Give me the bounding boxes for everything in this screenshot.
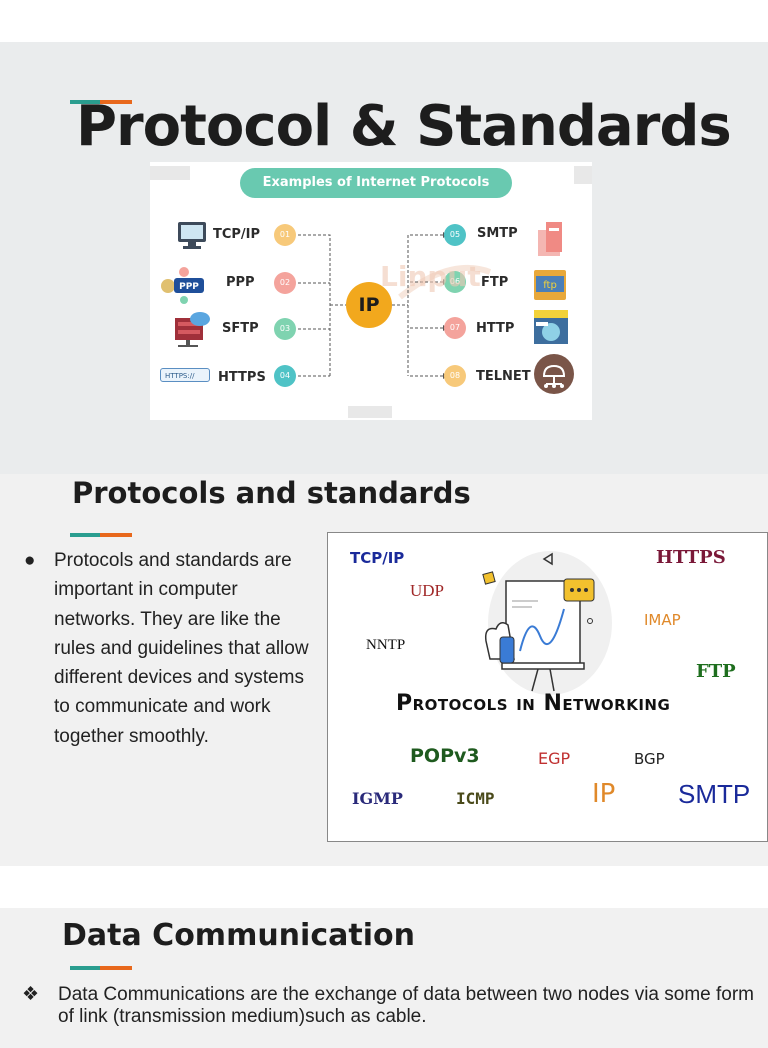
slide-protocols-and-standards: Protocols and standards ● Protocols and … xyxy=(0,474,768,866)
computer-icon xyxy=(178,222,206,249)
bullet-text: Data Communications are the exchange of … xyxy=(58,984,754,1027)
protocols-in-networking-image: TCP/IP UDP HTTPS IMAP NNTP FTP Protocols… xyxy=(327,532,768,842)
number-badge: 05 xyxy=(444,224,466,246)
number-badge: 03 xyxy=(274,318,296,340)
ftp-folder-icon: ftp xyxy=(534,270,566,300)
protocol-word-smtp: SMTP xyxy=(678,779,751,809)
protocol-word-ftp: FTP xyxy=(696,661,736,682)
protocol-label-smtp: SMTP xyxy=(477,226,518,241)
mail-server-icon xyxy=(538,222,562,256)
protocol-word-nntp: NNTP xyxy=(366,637,406,653)
protocol-word-tcpip: TCP/IP xyxy=(350,549,405,567)
diamond-bullet-icon: ❖ xyxy=(22,984,40,1005)
protocol-label-tcpip: TCP/IP xyxy=(213,227,261,242)
protocol-label-telnet: TELNET xyxy=(476,369,531,384)
protocol-word-https: HTTPS xyxy=(656,547,726,568)
protocol-word-imap: IMAP xyxy=(644,611,681,629)
infographic-banner: Examples of Internet Protocols xyxy=(240,168,512,198)
title-accent-bar xyxy=(70,100,132,104)
watermark-logo: Linput xyxy=(380,260,481,293)
protocol-word-ip: IP xyxy=(592,779,616,809)
ip-center-circle: IP xyxy=(346,282,392,328)
server-cloud-icon xyxy=(175,312,210,347)
ppp-network-icon: PPP xyxy=(161,267,204,304)
number-badge: 08 xyxy=(444,365,466,387)
presentation-board-icon xyxy=(482,551,612,695)
internet-protocols-infographic: Examples of Internet Protocols IP PPP HT… xyxy=(150,162,592,420)
protocols-in-networking-heading: Protocols in Networking xyxy=(396,691,671,716)
bullet-list: ● Protocols and standards are important … xyxy=(22,546,312,751)
protocol-label-https: HTTPS xyxy=(218,370,266,385)
number-badge: 04 xyxy=(274,365,296,387)
protocol-word-bgp: BGP xyxy=(634,750,665,768)
slide-title: Protocol & Standards xyxy=(76,94,732,159)
number-badge: 07 xyxy=(444,317,466,339)
protocol-label-http: HTTP xyxy=(476,321,515,336)
protocol-label-sftp: SFTP xyxy=(222,321,259,336)
protocol-word-icmp: ICMP xyxy=(456,789,495,808)
list-item: ❖ Data Communications are the exchange o… xyxy=(22,984,762,1028)
svg-text:PPP: PPP xyxy=(179,282,199,292)
number-badge: 01 xyxy=(274,224,296,246)
slide-protocol-standards: Protocol & Standards xyxy=(0,42,768,474)
list-item: ● Protocols and standards are important … xyxy=(22,546,312,751)
slide-title: Data Communication xyxy=(62,918,415,953)
svg-text:ftp: ftp xyxy=(543,280,557,291)
slide-title: Protocols and standards xyxy=(72,476,471,510)
browser-address-icon: HTTPS:// xyxy=(160,368,210,382)
number-badge: 02 xyxy=(274,272,296,294)
title-accent-bar xyxy=(70,533,132,537)
bullet-dot: ● xyxy=(24,550,36,571)
telnet-network-icon xyxy=(534,354,574,394)
protocol-label-ftp: FTP xyxy=(481,275,509,290)
number-badge: 06 xyxy=(444,271,466,293)
protocol-word-igmp: IGMP xyxy=(352,789,403,808)
protocol-word-popv3: POPv3 xyxy=(410,745,480,767)
title-accent-bar xyxy=(70,966,132,970)
protocol-word-egp: EGP xyxy=(538,749,571,768)
slide-data-communication: Data Communication ❖ Data Communications… xyxy=(0,908,768,1048)
globe-browser-icon xyxy=(534,310,568,344)
protocol-word-udp: UDP xyxy=(410,581,445,600)
protocol-label-ppp: PPP xyxy=(226,275,255,290)
bullet-text: Protocols and standards are important in… xyxy=(54,550,309,747)
